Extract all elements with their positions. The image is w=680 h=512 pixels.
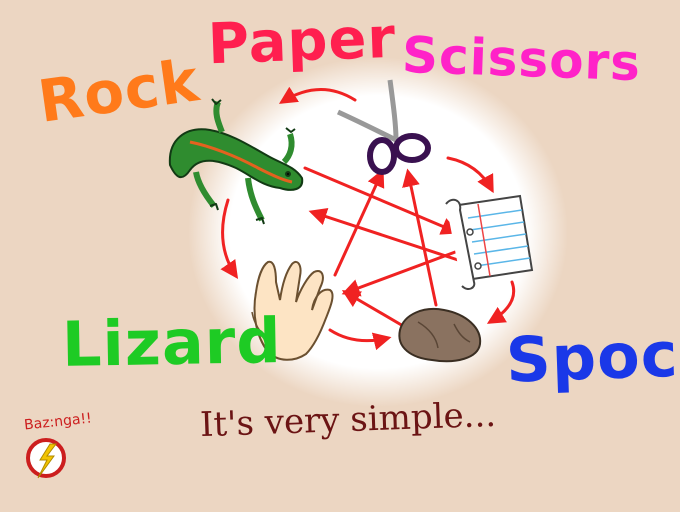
arrow-scissors-to-paper [446,156,494,194]
arrow-paper-to-spock-small [341,246,468,297]
arrow-rock-to-lizard [328,328,392,351]
arrow-spock-to-rock [341,290,412,332]
arrow-lizard-to-paper [303,166,460,235]
paper-sheet-icon [445,194,534,290]
spock-label: Spock [504,316,680,397]
arrow-scissors-to-lizard [278,86,357,104]
spock-hand-icon [251,260,334,361]
lizard-icon [168,98,304,225]
lizard-label: Lizard [61,304,283,381]
rock-icon [398,308,482,363]
scissors-icon [336,79,431,175]
flash-logo-icon [26,438,66,479]
paper-label: Paper [206,5,398,78]
arrow-spock-to-scissors [333,168,385,277]
arrow-lizard-to-spock [220,198,239,279]
scissors-label: Scissors [401,25,643,93]
arrow-rock-to-scissors [402,168,438,307]
arrows [220,86,516,351]
arrow-paper-to-spock [486,280,516,324]
arrow-paper-to-rock-long [308,207,460,262]
